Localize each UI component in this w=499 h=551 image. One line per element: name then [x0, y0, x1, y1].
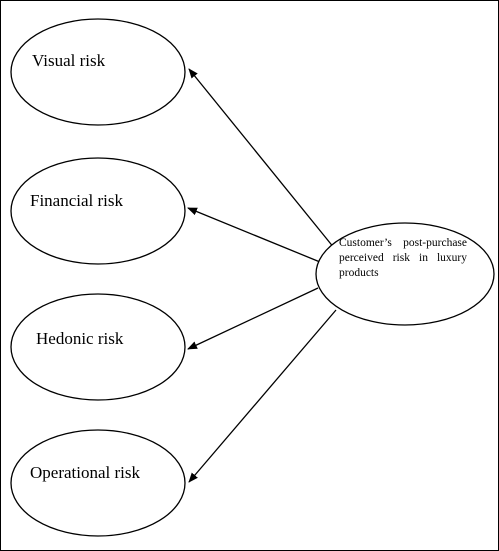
node-financial-risk: Financial risk [10, 157, 186, 265]
node-hedonic-risk-label: Hedonic risk [36, 329, 124, 348]
node-operational-risk-label: Operational risk [30, 463, 140, 482]
node-operational-risk: Operational risk [10, 429, 186, 537]
node-financial-risk-label: Financial risk [30, 191, 124, 210]
node-visual-risk: Visual risk [10, 18, 186, 126]
node-visual-risk-label: Visual risk [32, 51, 106, 70]
edge-to-operational [188, 309, 337, 483]
center-node-ellipse [315, 222, 495, 326]
edge-to-financial [187, 207, 321, 263]
node-hedonic-risk: Hedonic risk [10, 293, 186, 401]
edge-to-hedonic [187, 287, 319, 350]
edge-to-visual [188, 68, 340, 255]
center-node-label: Customer’s post-purchase perceived risk … [339, 237, 467, 279]
